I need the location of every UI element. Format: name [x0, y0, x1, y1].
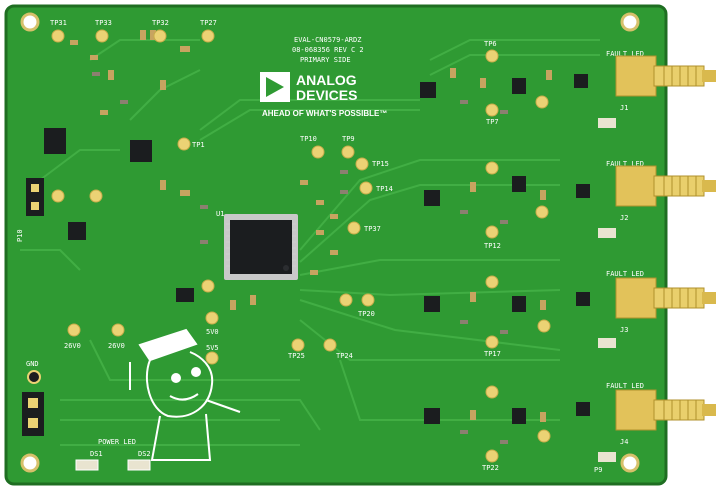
ds2-label: DS2 [138, 450, 151, 458]
fault-led-label-1: FAULT LED [606, 50, 644, 58]
svg-text:TP10: TP10 [300, 135, 317, 143]
fault-led-label-2: FAULT LED [606, 160, 644, 168]
svg-text:TP22: TP22 [482, 464, 499, 472]
svg-text:TP32: TP32 [152, 19, 169, 27]
fault-led-label-3: FAULT LED [606, 270, 644, 278]
fault-leds [598, 118, 616, 462]
svg-text:TP27: TP27 [200, 19, 217, 27]
svg-text:TP9: TP9 [342, 135, 355, 143]
small-ics [44, 74, 590, 424]
ds1-label: DS1 [90, 450, 103, 458]
analog-devices-logo: ANALOG DEVICES [260, 72, 357, 103]
header-gnd [22, 370, 44, 436]
side-label: PRIMARY SIDE [300, 56, 351, 64]
svg-text:TP6: TP6 [484, 40, 497, 48]
pcb-traces [20, 39, 600, 446]
fault-led-label-4: FAULT LED [606, 382, 644, 390]
gnd-label: GND [26, 360, 39, 368]
v5a-label: 5V0 [206, 328, 219, 336]
test-points [51, 29, 551, 463]
mounting-holes [20, 12, 640, 473]
svg-text:TP1: TP1 [192, 141, 205, 149]
header-p10 [26, 178, 44, 216]
brand-line1: ANALOG [296, 72, 357, 88]
svg-text:TP33: TP33 [95, 19, 112, 27]
pcb-board [6, 6, 666, 484]
svg-text:TP17: TP17 [484, 350, 501, 358]
svg-text:TP15: TP15 [372, 160, 389, 168]
mascot-drawing [129, 328, 241, 461]
j3-label: J3 [620, 326, 628, 334]
tagline: AHEAD OF WHAT'S POSSIBLE™ [262, 109, 387, 118]
revision: 08-068356 REV C 2 [292, 46, 364, 54]
sma-connector-j4 [615, 389, 716, 431]
j1-label: J1 [620, 104, 628, 112]
brand-line2: DEVICES [296, 87, 357, 103]
svg-text:TP37: TP37 [364, 225, 381, 233]
svg-text:TP24: TP24 [336, 352, 353, 360]
pcb-board-edge [4, 4, 668, 486]
power-leds [75, 459, 151, 471]
j2-label: J2 [620, 214, 628, 222]
tp-labels: TP31 TP33 TP32 TP27 TP1 TP10 TP9 TP15 TP… [50, 19, 501, 472]
svg-text:TP7: TP7 [486, 118, 499, 126]
v26b-label: 26V0 [108, 342, 125, 350]
sma-connector-j3 [615, 277, 716, 319]
svg-text:TP25: TP25 [288, 352, 305, 360]
v26-label: 26V0 [64, 342, 81, 350]
sma-connector-j1 [615, 55, 716, 97]
main-ic-u1 [224, 214, 298, 280]
sma-connector-j2 [615, 165, 716, 207]
svg-text:TP12: TP12 [484, 242, 501, 250]
u1-label: U1 [216, 210, 224, 218]
svg-text:TP14: TP14 [376, 185, 393, 193]
p10-label: P10 [16, 229, 24, 242]
svg-text:TP20: TP20 [358, 310, 375, 318]
part-number: EVAL-CN0579-ARDZ [294, 36, 361, 44]
svg-text:TP31: TP31 [50, 19, 67, 27]
j4-label: J4 [620, 438, 628, 446]
v5b-label: 5V5 [206, 344, 219, 352]
smd-components [70, 30, 552, 444]
power-led-label: POWER LED [98, 438, 136, 446]
p9-label: P9 [594, 466, 602, 474]
